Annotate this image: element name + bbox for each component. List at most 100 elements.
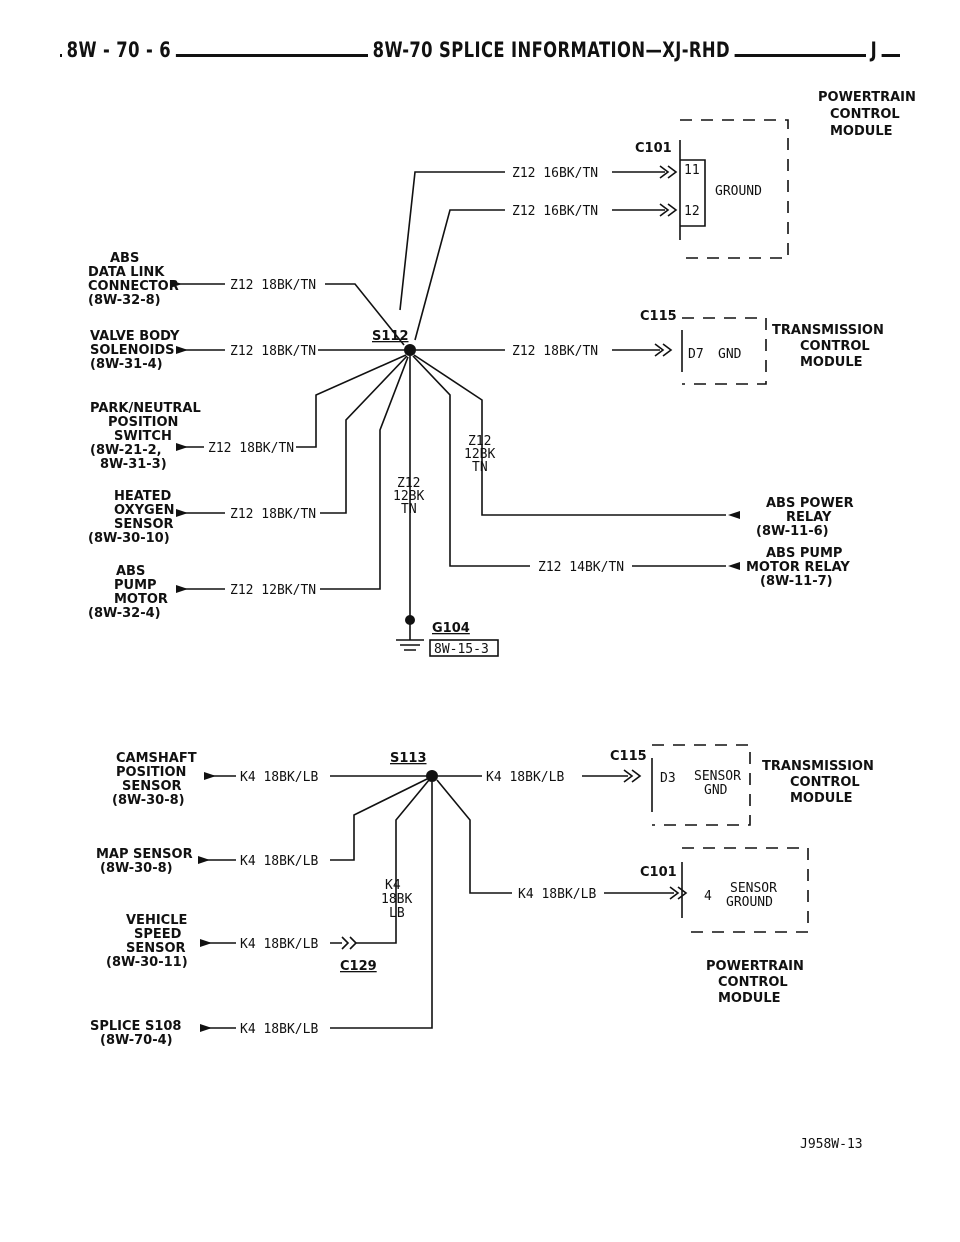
abs-pump-name-1: ABS — [116, 564, 145, 579]
abs-power-relay-name-1: ABS POWER — [766, 496, 854, 511]
pin-arrow-icon — [200, 1024, 212, 1032]
wire-label-tcm-lower: K4 18BK/LB — [486, 770, 564, 785]
abs-pump-name-3: MOTOR — [114, 592, 168, 607]
connector-arrow-icon — [669, 886, 688, 900]
splice-s108-name-1: SPLICE S108 — [90, 1019, 181, 1034]
ho2s-name-1: HEATED — [114, 489, 172, 504]
pcm-lower-function-1: SENSOR — [730, 881, 777, 896]
valve-body-name-2: SOLENOIDS — [90, 343, 175, 358]
pin-arrow-icon — [170, 280, 182, 288]
lower-splice-diagram: C115 D3 SENSOR GND TRANSMISSION CONTROL … — [90, 744, 874, 1048]
vss-name-3: SENSOR — [126, 941, 186, 956]
pin-arrow-icon — [176, 509, 188, 517]
pcm-lower-title-3: MODULE — [718, 991, 781, 1006]
pcm-pin-11: 11 — [684, 163, 700, 178]
right-wire-label-2: 12BK — [464, 447, 495, 462]
connector-arrow-icon — [623, 769, 642, 783]
vert-wire-label-3: LB — [389, 906, 405, 921]
pcm-title-3: MODULE — [830, 124, 893, 139]
page-number: 8W - 70 - 6 — [62, 38, 176, 62]
vert-wire-label-1: K4 — [385, 878, 401, 893]
tcm-lower-function-2: GND — [704, 783, 728, 798]
ground-symbol-icon — [396, 639, 424, 651]
pcm-module-outline — [680, 119, 789, 259]
cmp-name-3: SENSOR — [122, 779, 182, 794]
abs-power-relay-name-3: (8W-11-6) — [756, 524, 829, 539]
valve-body-name-3: (8W-31-4) — [90, 357, 163, 372]
vss-name-4: (8W-30-11) — [106, 955, 188, 970]
wire-label-vss: K4 18BK/LB — [240, 937, 318, 952]
inline-connector-icon — [330, 936, 358, 950]
pcm-connector-id: C101 — [635, 141, 672, 156]
pcm-lower-function-2: GROUND — [726, 895, 773, 910]
section-title: 8W-70 SPLICE INFORMATION—XJ-RHD — [368, 38, 735, 62]
pcm-lower-connector-id: C101 — [640, 865, 677, 880]
tcm-module-outline-lower — [652, 744, 751, 826]
wire-label-map: K4 18BK/LB — [240, 854, 318, 869]
abs-pump-name-4: (8W-32-4) — [88, 606, 161, 621]
wire-label-valve-body: Z12 18BK/TN — [230, 344, 316, 359]
wire-label-abs-pump-relay: Z12 14BK/TN — [538, 560, 624, 575]
tcm-title-1: TRANSMISSION — [772, 323, 884, 338]
page-header: 8W - 70 - 6 8W-70 SPLICE INFORMATION—XJ-… — [0, 0, 960, 80]
pin-arrow-icon — [200, 939, 212, 947]
pns-name-2: POSITION — [108, 415, 178, 430]
wire-label-pcm-12: Z12 16BK/TN — [512, 204, 598, 219]
wire-label-pns: Z12 18BK/TN — [208, 441, 294, 456]
map-name-2: (8W-30-8) — [100, 861, 173, 876]
abs-dlc-name-1: ABS — [110, 251, 139, 266]
tcm-lower-title-3: MODULE — [790, 791, 853, 806]
abs-power-relay-name-2: RELAY — [786, 510, 832, 525]
pin-arrow-icon — [728, 562, 740, 570]
tcm-title-3: MODULE — [800, 355, 863, 370]
abs-pump-name-2: PUMP — [114, 578, 157, 593]
pns-name-3: SWITCH — [114, 429, 172, 444]
ground-id: G104 — [432, 621, 470, 636]
right-wire-label-3: TN — [472, 460, 488, 475]
valve-body-name-1: VALVE BODY — [90, 329, 180, 344]
cmp-name-2: POSITION — [116, 765, 186, 780]
vss-name-1: VEHICLE — [126, 913, 187, 928]
cmp-name-4: (8W-30-8) — [112, 793, 185, 808]
tcm-connector-id: C115 — [640, 309, 677, 324]
splice-s113-label: S113 — [390, 751, 427, 766]
connector-arrow-icon — [654, 343, 673, 357]
wire-label-ho2s: Z12 18BK/TN — [230, 507, 316, 522]
pcm-lower-pin: 4 — [704, 889, 712, 904]
tcm-function: GND — [718, 347, 742, 362]
tcm-pin: D7 — [688, 347, 704, 362]
connector-arrow-icon — [659, 165, 678, 179]
pcm-title-2: CONTROL — [830, 107, 900, 122]
wire-label-tcm: Z12 18BK/TN — [512, 344, 598, 359]
wire-to-pcm-11 — [399, 171, 505, 311]
cmp-name-1: CAMSHAFT — [116, 751, 197, 766]
pcm-lower-title-2: CONTROL — [718, 975, 788, 990]
wire-label-pcm-11: Z12 16BK/TN — [512, 166, 598, 181]
wire-label-s108: K4 18BK/LB — [240, 1022, 318, 1037]
wire-label-cmp: K4 18BK/LB — [240, 770, 318, 785]
pin-arrow-icon — [204, 772, 216, 780]
tcm-lower-title-1: TRANSMISSION — [762, 759, 874, 774]
abs-dlc-name-4: (8W-32-8) — [88, 293, 161, 308]
pcm-function-ground: GROUND — [715, 184, 762, 199]
abs-pump-relay-name-1: ABS PUMP — [766, 546, 842, 561]
vert-wire-label-2: 18BK — [381, 892, 412, 907]
abs-dlc-name-3: CONNECTOR — [88, 279, 179, 294]
ground-wire-label-1: Z12 — [397, 476, 420, 491]
tcm-lower-connector-id: C115 — [610, 749, 647, 764]
pns-name-5: 8W-31-3) — [100, 457, 167, 472]
abs-pump-relay-name-3: (8W-11-7) — [760, 574, 833, 589]
splice-s112-dot — [404, 344, 416, 356]
wire-to-pcm-lower — [436, 779, 512, 894]
wire-label-pcm-lower: K4 18BK/LB — [518, 887, 596, 902]
figure-id: J958W-13 — [800, 1137, 863, 1152]
connector-c129: C129 — [340, 959, 377, 974]
pcm-title-1: POWERTRAIN — [818, 90, 916, 105]
wire-label-abs-pump: Z12 12BK/TN — [230, 583, 316, 598]
upper-splice-diagram: POWERTRAIN CONTROL MODULE C101 11 12 GRO… — [88, 90, 916, 657]
splice-s113-dot — [426, 770, 438, 782]
pns-name-1: PARK/NEUTRAL — [90, 401, 201, 416]
tcm-lower-pin: D3 — [660, 771, 676, 786]
tcm-title-2: CONTROL — [800, 339, 870, 354]
